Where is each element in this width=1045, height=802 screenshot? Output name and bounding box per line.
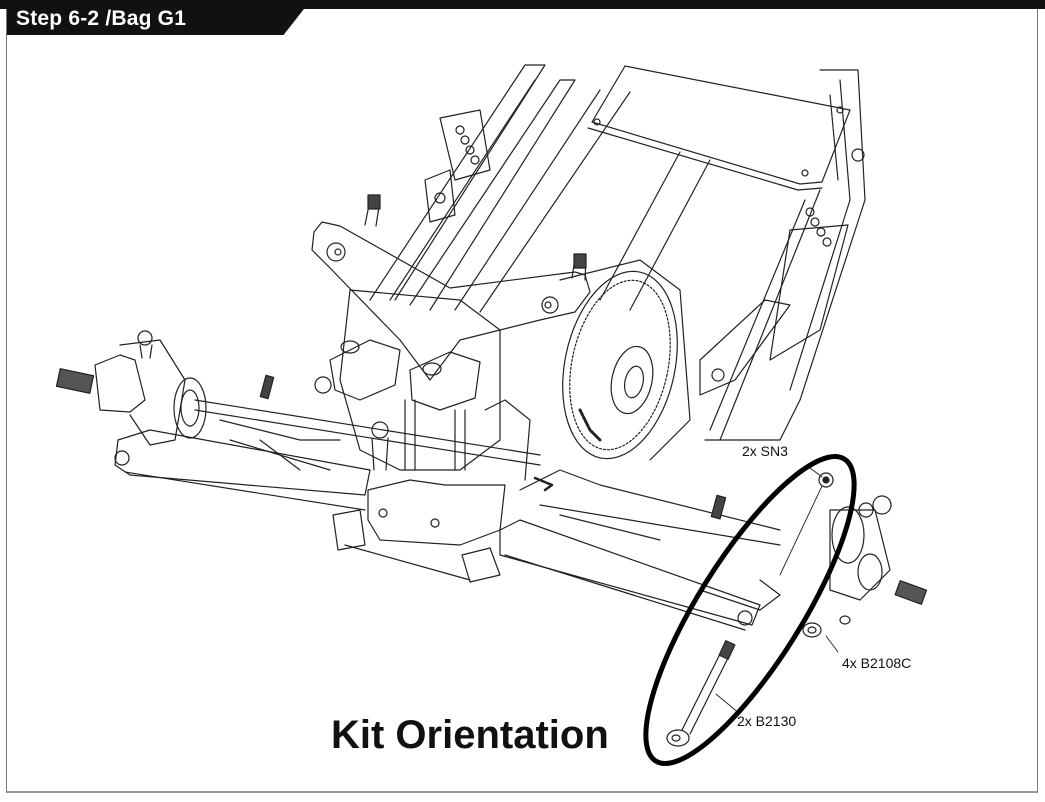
left-lower-arm bbox=[114, 376, 389, 511]
callout-pin-label: 2x B2130 bbox=[737, 713, 797, 729]
front-bulkhead bbox=[332, 479, 506, 583]
highlight-ellipse bbox=[643, 454, 857, 766]
leader-lines bbox=[715, 467, 839, 715]
step-title: Step 6-2 /Bag G1 bbox=[16, 7, 187, 30]
gearbox bbox=[329, 259, 691, 481]
hinge-pin bbox=[666, 640, 736, 747]
header-bar bbox=[0, 0, 1045, 9]
right-lower-arm bbox=[499, 469, 781, 631]
step-header-tab bbox=[6, 0, 311, 35]
chassis-frame bbox=[369, 64, 866, 441]
shock-tower bbox=[311, 194, 591, 381]
kit-orientation-caption: Kit Orientation bbox=[331, 713, 609, 757]
top-plate bbox=[587, 65, 865, 311]
callout-washer-label: 4x B2108C bbox=[842, 655, 912, 671]
right-hub-assembly bbox=[802, 472, 928, 638]
left-hub-assembly bbox=[55, 330, 541, 466]
callout-nut-label: 2x SN3 bbox=[742, 443, 788, 459]
page-frame bbox=[6, 9, 1038, 793]
